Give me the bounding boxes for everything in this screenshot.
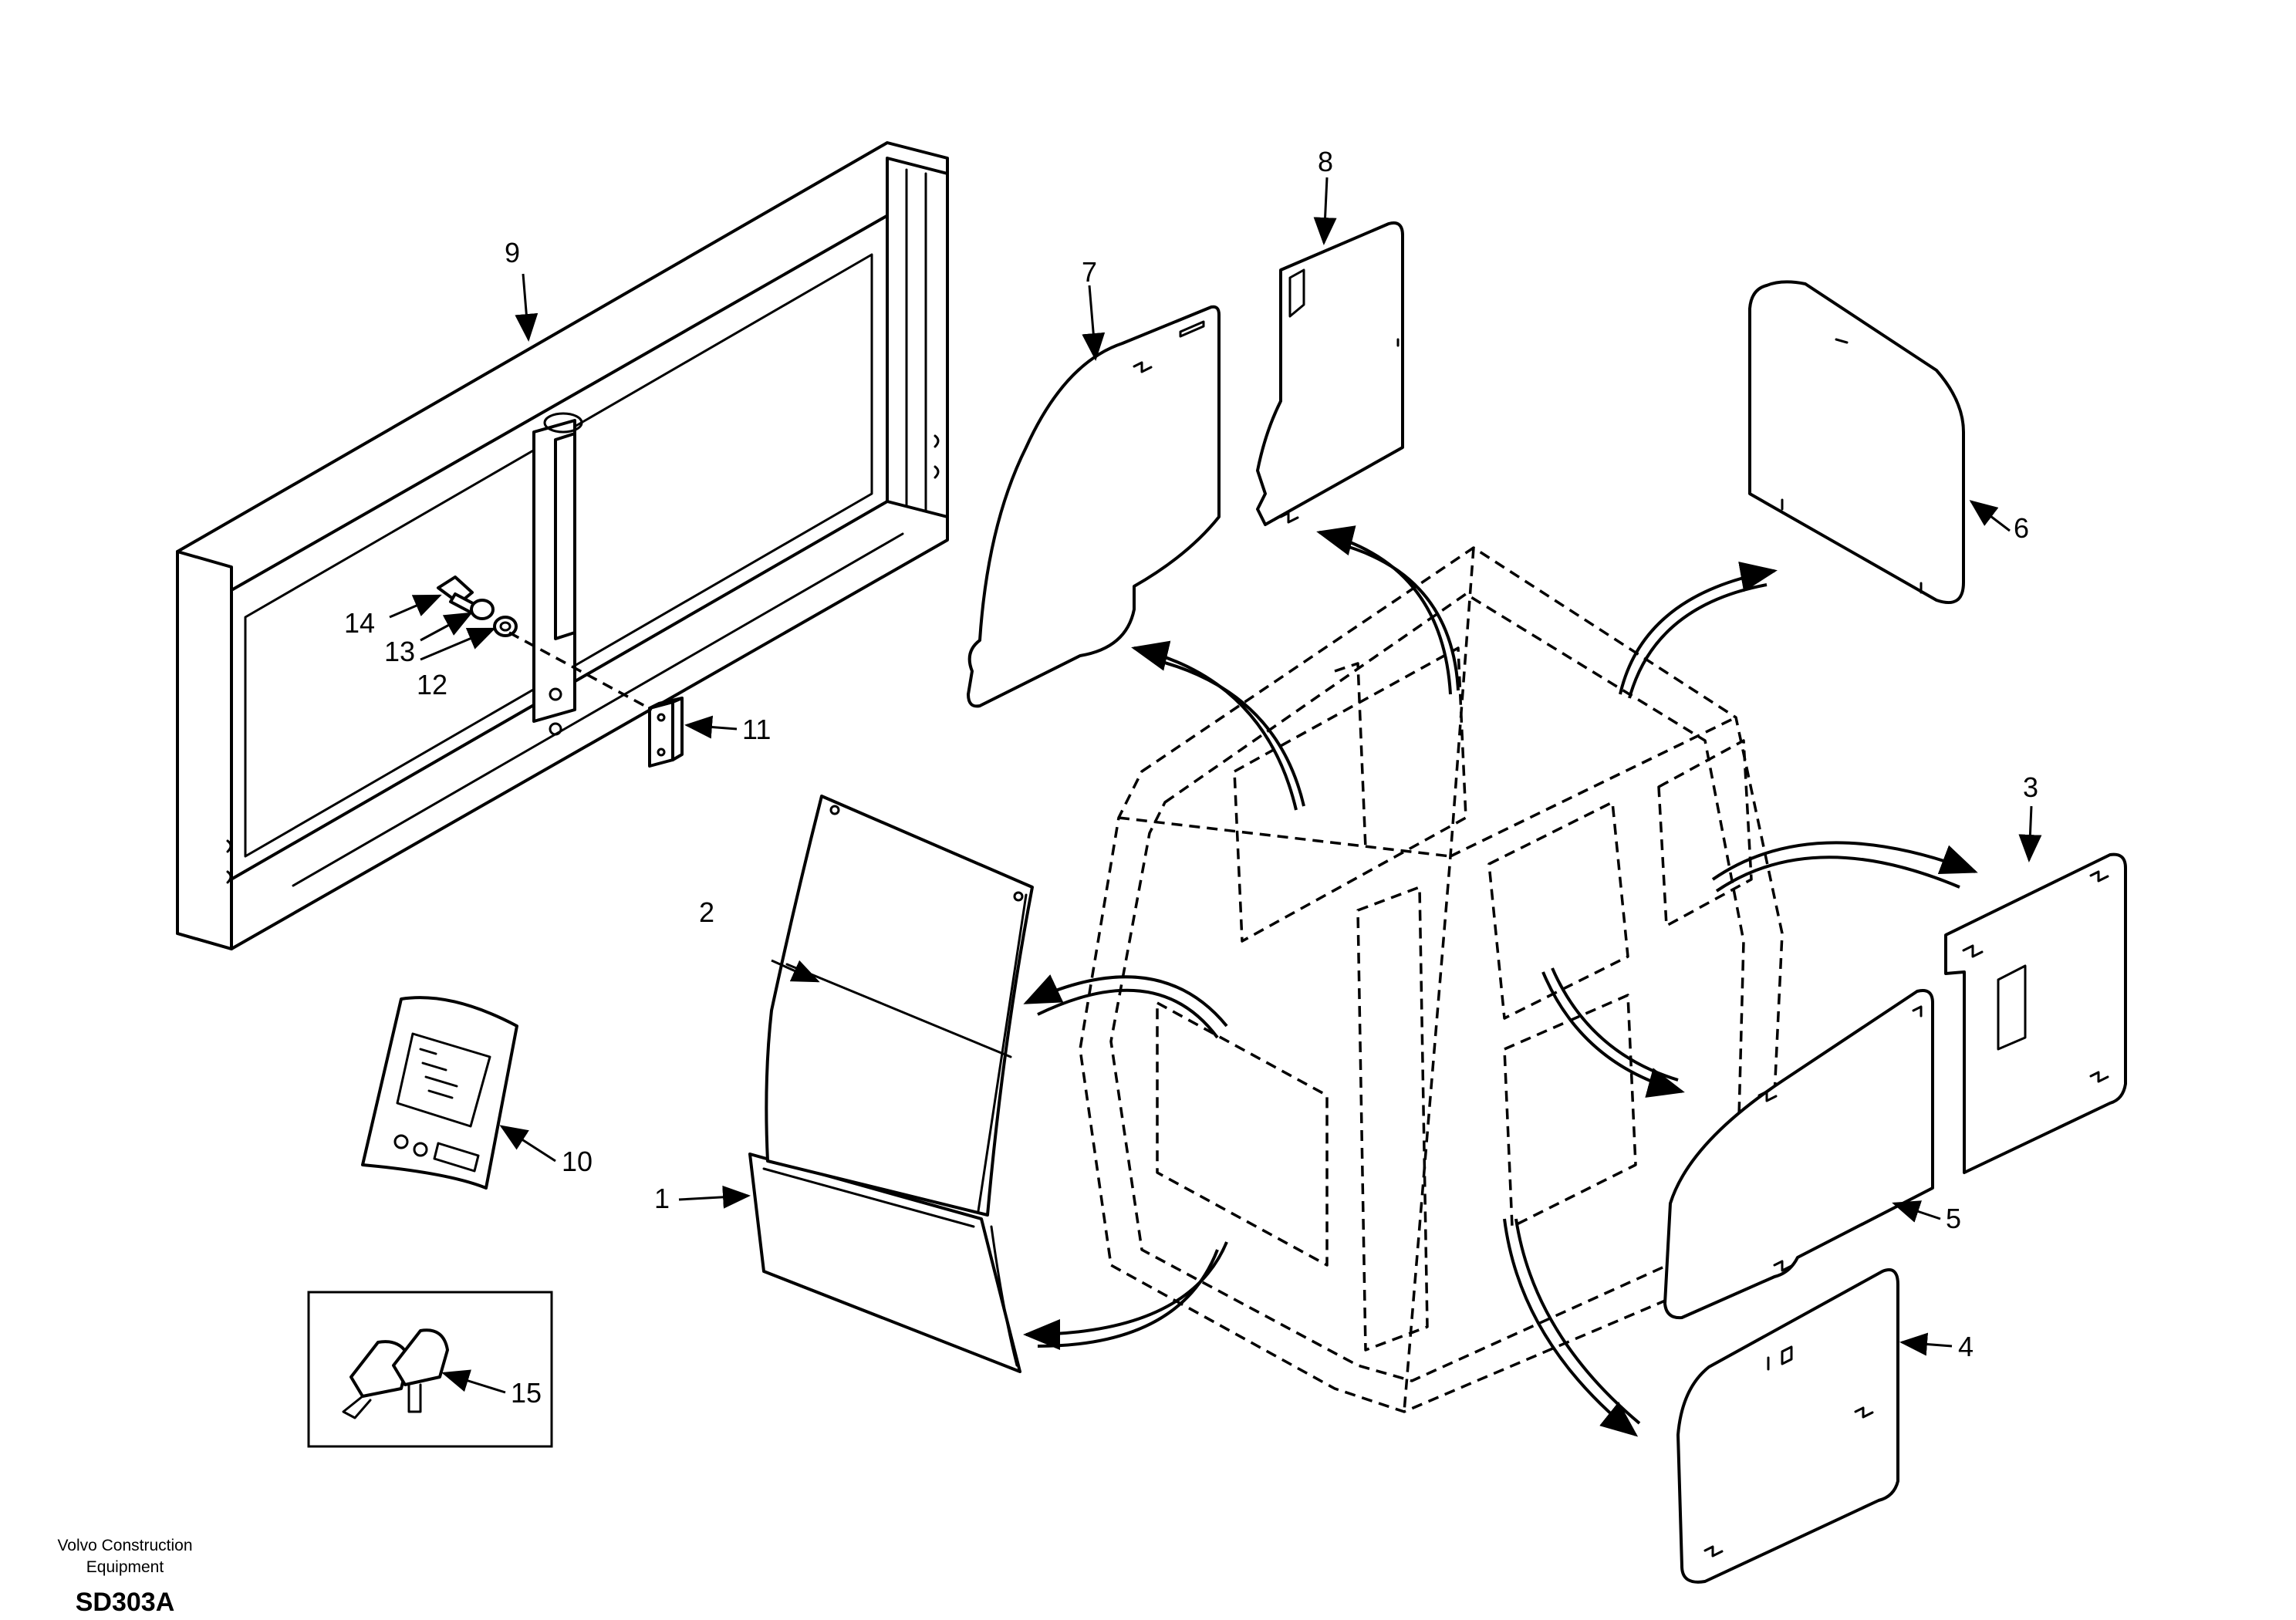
assembly-line xyxy=(508,631,653,711)
part-2-upper-front-glass xyxy=(765,795,1034,1217)
footer-drawing-code: SD303A xyxy=(76,1588,175,1617)
part-15-keys xyxy=(342,1328,449,1419)
part-1-lower-front-glass xyxy=(748,1153,1021,1373)
part-11-block xyxy=(648,697,684,768)
callout-10: 10 xyxy=(562,1146,593,1177)
callout-5: 5 xyxy=(1946,1203,1961,1234)
part-4-lower-door-glass xyxy=(1676,1268,1899,1584)
callout-13: 13 xyxy=(384,636,415,667)
footer-company-line2: Equipment xyxy=(86,1558,164,1576)
callout-11: 11 xyxy=(742,714,771,745)
callout-1: 1 xyxy=(654,1183,670,1214)
callout-7: 7 xyxy=(1082,256,1097,288)
callout-8: 8 xyxy=(1318,146,1333,177)
part-12-washer xyxy=(493,616,518,637)
part-6-side-glass xyxy=(1748,280,1965,605)
callout-6: 6 xyxy=(2014,512,2029,544)
part-9-window-frame xyxy=(176,141,949,950)
footer-company-line1: Volvo Construction xyxy=(57,1537,192,1554)
part-7-side-window xyxy=(967,305,1221,708)
callout-12: 12 xyxy=(417,669,447,700)
direction-arrows xyxy=(1023,525,1978,1437)
part-5-door-window xyxy=(1663,989,1934,1320)
callout-3: 3 xyxy=(2023,771,2038,803)
part-10-decal xyxy=(361,996,518,1190)
cab-outline xyxy=(1079,546,1784,1413)
callout-4: 4 xyxy=(1958,1331,1974,1362)
part-8-rear-side-window xyxy=(1256,221,1404,526)
callout-15: 15 xyxy=(511,1377,542,1409)
callout-9: 9 xyxy=(505,237,520,268)
callout-14: 14 xyxy=(344,607,375,639)
callout-2: 2 xyxy=(699,896,714,928)
part-3-door-glass xyxy=(1944,852,2127,1174)
part-13-washer xyxy=(470,599,495,620)
leader-lines xyxy=(389,177,2042,1394)
